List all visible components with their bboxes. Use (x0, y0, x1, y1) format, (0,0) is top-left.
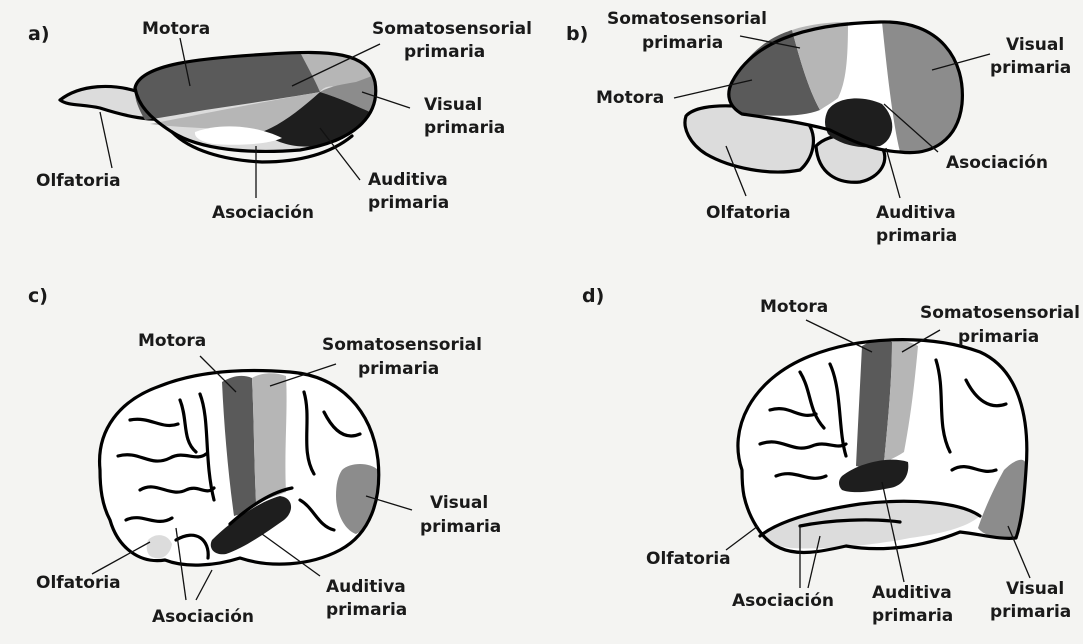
panel-c-label-somato-2: primaria (358, 359, 439, 379)
panel-b-label-somato-2: primaria (642, 33, 723, 53)
panel-d-leader-visual (1008, 526, 1030, 578)
panel-d-label-asociacion: Asociación (732, 591, 834, 611)
panel-c-label-auditiva-1: Auditiva (326, 577, 406, 597)
panel-a-label-auditiva-2: primaria (368, 193, 449, 213)
panel-b-leader-auditiva (886, 148, 900, 198)
panel-d-label-auditiva-2: primaria (872, 606, 953, 626)
panel-b-label-olfatoria: Olfatoria (706, 203, 791, 223)
panel-a-label-motora: Motora (142, 19, 210, 39)
panel-d-label-auditiva-1: Auditiva (872, 583, 952, 603)
panel-c-label-visual-1: Visual (430, 493, 488, 513)
panel-b-label-visual-2: primaria (990, 58, 1071, 78)
panel-b-label-asociacion: Asociación (946, 153, 1048, 173)
panel-a-label-somato-1: Somatosensorial (372, 19, 532, 39)
panel-b-label-visual-1: Visual (1006, 35, 1064, 55)
panel-d-label-somato-2: primaria (958, 327, 1039, 347)
panel-d: d) Motora Somatosensorial primaria Olfat… (582, 285, 1080, 626)
panel-b-label-somato-1: Somatosensorial (607, 9, 767, 29)
panel-c: c) Motora Somatosensorial primaria Visua… (28, 285, 501, 627)
panel-a-label-olfatoria: Olfatoria (36, 171, 121, 191)
panel-d-label-motora: Motora (760, 297, 828, 317)
panel-b-label-motora: Motora (596, 88, 664, 108)
panel-b-letter: b) (566, 23, 588, 45)
panel-a-label-visual-2: primaria (424, 118, 505, 138)
panel-a-leader-olfatoria (100, 112, 112, 168)
panel-d-label-visual-2: primaria (990, 602, 1071, 622)
panel-c-leader-asociacion-2 (196, 570, 212, 600)
panel-d-label-visual-1: Visual (1006, 579, 1064, 599)
panel-a-letter: a) (28, 23, 50, 45)
panel-c-somatosensory-strip (252, 373, 287, 502)
panel-d-letter: d) (582, 285, 604, 307)
panel-a-label-somato-2: primaria (404, 42, 485, 62)
panel-b-label-auditiva-2: primaria (876, 226, 957, 246)
panel-c-label-visual-2: primaria (420, 517, 501, 537)
panel-c-letter: c) (28, 285, 48, 307)
panel-b: b) Somatosensorial primaria Motora Visua… (566, 9, 1071, 246)
panel-d-label-olfatoria: Olfatoria (646, 549, 731, 569)
panel-d-leader-olfatoria (726, 526, 758, 550)
panel-c-label-asociacion: Asociación (152, 607, 254, 627)
panel-a-label-visual-1: Visual (424, 95, 482, 115)
panel-c-label-somato-1: Somatosensorial (322, 335, 482, 355)
panel-c-label-auditiva-2: primaria (326, 600, 407, 620)
panel-a-label-auditiva-1: Auditiva (368, 170, 448, 190)
panel-d-label-somato-1: Somatosensorial (920, 303, 1080, 323)
panel-a: a) Motora Somatosensorial primaria Visua… (28, 19, 532, 223)
panel-c-label-motora: Motora (138, 331, 206, 351)
panel-c-label-olfatoria: Olfatoria (36, 573, 121, 593)
panel-a-label-asociacion: Asociación (212, 203, 314, 223)
panel-b-label-auditiva-1: Auditiva (876, 203, 956, 223)
